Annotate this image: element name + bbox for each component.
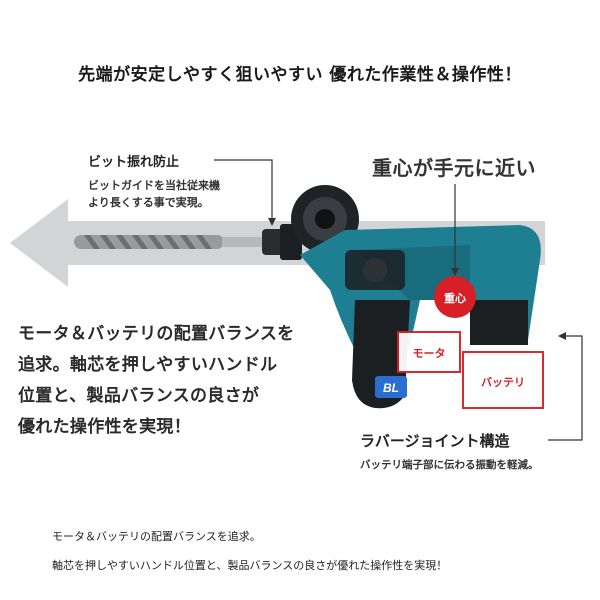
svg-text:重心: 重心	[444, 291, 466, 305]
motor-box: モータ	[397, 331, 461, 373]
bit-callout-line1: ビットガイドを当社従来機	[88, 179, 220, 192]
balance-text-line: 優れた操作性を実現！	[18, 417, 191, 437]
rubber-joint-line	[548, 335, 583, 441]
battery-box: バッテリ	[462, 351, 544, 409]
rubber-joint-arrowhead	[558, 332, 566, 340]
bit-callout-title: ビット振れ防止	[88, 155, 180, 170]
rubber-joint-sub: バッテリ端子部に伝わる振動を軽減。	[360, 459, 539, 471]
cog-pointer-arrowhead	[451, 268, 459, 276]
center-of-gravity-title: 重心が手元に近い	[372, 156, 536, 180]
balance-text-line: 追求。軸芯を押しやすいハンドル	[18, 355, 278, 375]
bit-callout-line2: より長くする事で実現。	[88, 196, 209, 209]
svg-text:バッテリ: バッテリ	[481, 376, 525, 389]
center-of-gravity-badge: 重心	[434, 276, 476, 318]
drill-bit	[74, 235, 266, 249]
bl-badge: BL	[375, 376, 407, 398]
headline: 先端が安定しやすく狙いやすい 優れた作業性＆操作性！	[78, 65, 522, 85]
svg-text:モータ: モータ	[413, 347, 446, 360]
rubber-joint-title: ラバージョイント構造	[360, 432, 510, 450]
balance-text-line: モータ＆バッテリの配置バランスを	[18, 324, 295, 344]
bit-callout-arrowhead	[268, 218, 276, 226]
tool-body	[300, 225, 541, 409]
bit-callout-line	[214, 159, 273, 222]
bit-guide	[262, 224, 302, 260]
footer-line: モータ＆バッテリの配置バランスを追求。	[52, 530, 261, 543]
footer-line: 軸芯を押しやすいハンドル位置と、製品バランスの良さが優れた操作性を実現！	[52, 559, 448, 572]
svg-text:BL: BL	[383, 381, 399, 395]
balance-text-line: 位置と、製品バランスの良さが	[18, 386, 260, 406]
